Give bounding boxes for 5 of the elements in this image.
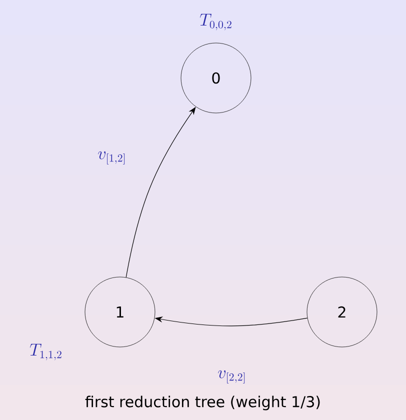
edge-label: $v_{[2,2]}$: [218, 370, 245, 384]
edge-label: $v_{[1,2]}$: [98, 151, 125, 164]
caption: first reduction tree (weight 1/3): [85, 396, 320, 410]
node-label: $T_{1,1,2}$: [30, 344, 62, 360]
node-label: $T_{0,0,2}$: [200, 14, 232, 30]
